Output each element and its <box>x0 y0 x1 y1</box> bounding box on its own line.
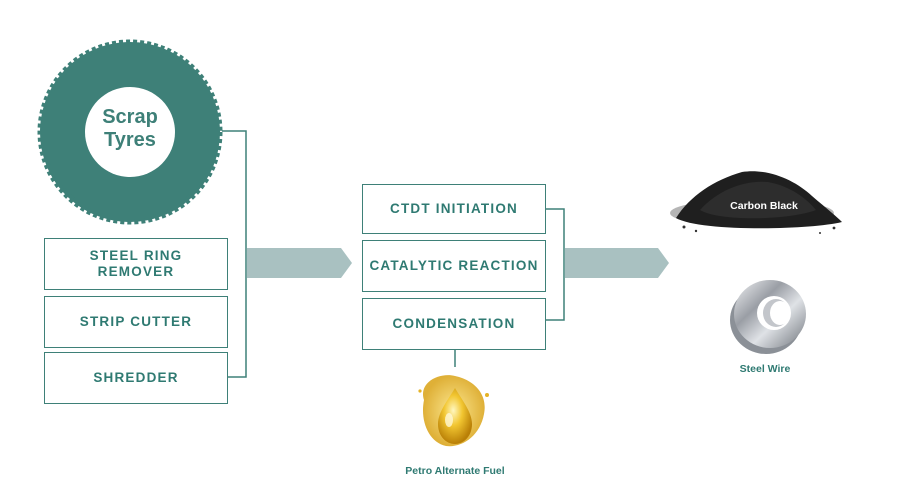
scrap-tyre-icon <box>37 39 223 225</box>
scrap-tyres-label-line2: Tyres <box>104 129 156 151</box>
carbon-black-label: Carbon Black <box>730 200 798 212</box>
step-ctdt-initiation: CTDT INITIATION <box>362 184 546 234</box>
fuel-label: Petro Alternate Fuel <box>405 465 505 477</box>
step-shredder-label: SHREDDER <box>93 370 179 385</box>
step-steel-ring-remover: STEEL RING REMOVER <box>44 238 228 290</box>
scrap-tyres-label: Scrap Tyres <box>85 106 175 152</box>
carbon-black-icon <box>670 171 842 234</box>
right-bracket-line <box>546 208 565 321</box>
scrap-tyres-label-line1: Scrap <box>102 106 158 128</box>
arrow-to-process <box>247 248 352 278</box>
step-ctdt-initiation-label: CTDT INITIATION <box>390 201 518 216</box>
step-condensation-label: CONDENSATION <box>392 316 516 331</box>
steel-wire-icon <box>730 280 806 354</box>
step-steel-ring-remover-line2: REMOVER <box>97 264 175 279</box>
step-steel-ring-remover-line1: STEEL RING <box>89 248 183 263</box>
step-strip-cutter: STRIP CUTTER <box>44 296 228 348</box>
step-catalytic-reaction-label: CATALYTIC REACTION <box>369 258 539 273</box>
step-strip-cutter-label: STRIP CUTTER <box>79 314 193 329</box>
steel-wire-label: Steel Wire <box>739 363 791 375</box>
fuel-drop-icon <box>418 375 489 447</box>
step-condensation: CONDENSATION <box>362 298 546 350</box>
left-bracket-line <box>222 130 247 378</box>
arrow-to-outputs <box>565 248 669 278</box>
step-catalytic-reaction: CATALYTIC REACTION <box>362 240 546 292</box>
step-shredder: SHREDDER <box>44 352 228 404</box>
